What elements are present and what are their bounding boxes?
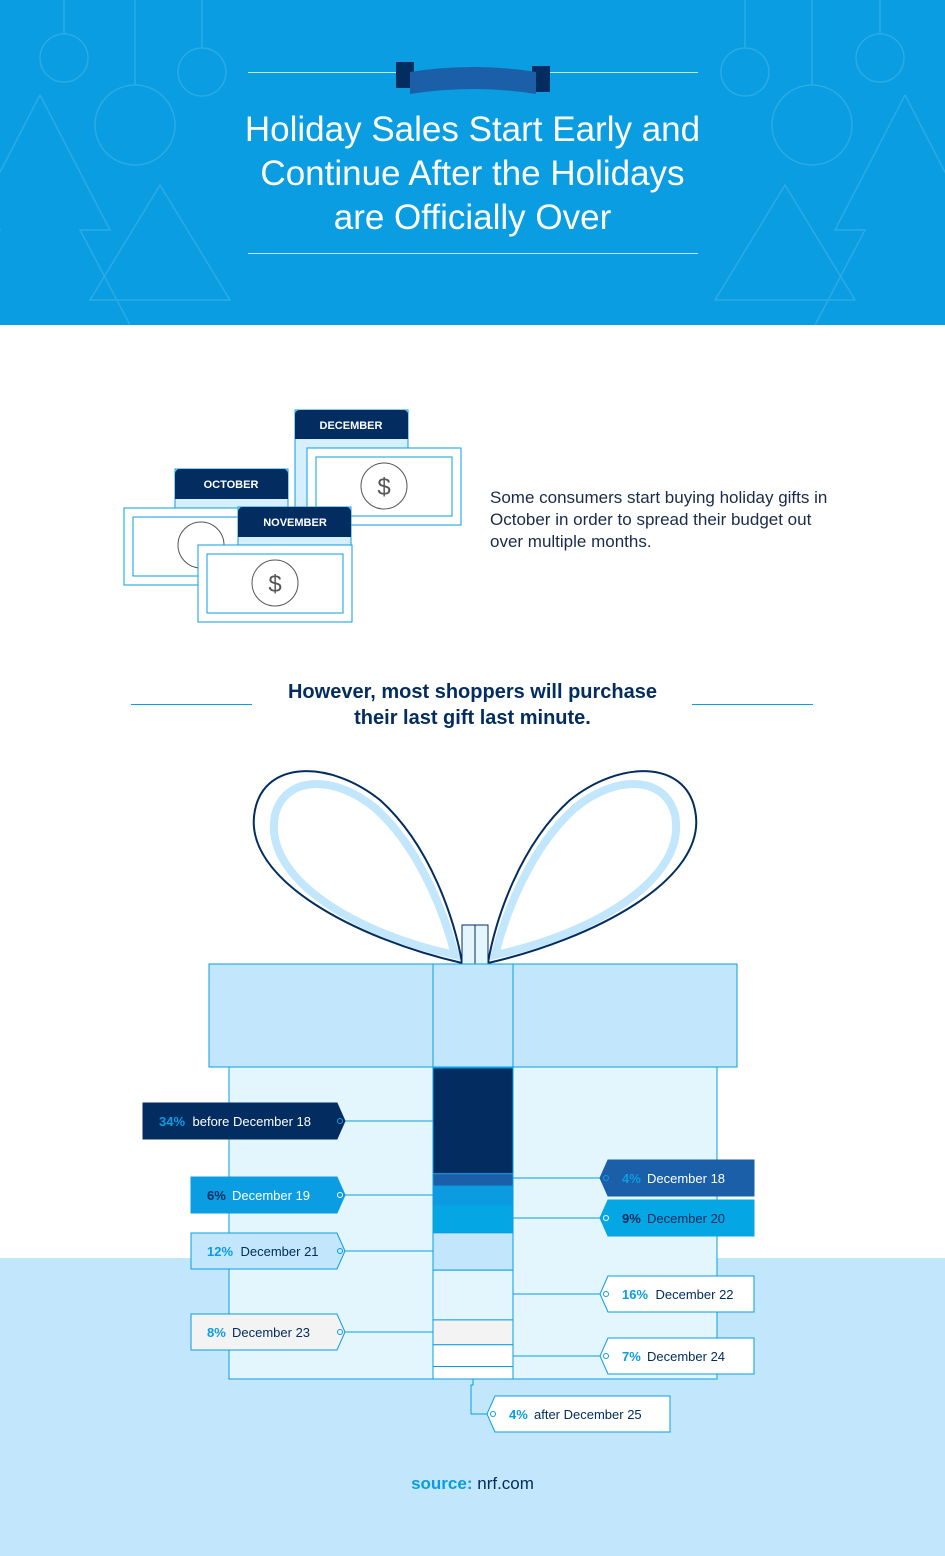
category-label-december-24: December 24 [647,1349,725,1364]
svg-text:$: $ [377,474,390,501]
tag-before-december-18 [142,1102,346,1140]
category-label-december-19: December 19 [232,1188,310,1203]
tag-after-december-25 [486,1395,671,1433]
connector-after-december-25 [470,1379,487,1415]
value-label-december-21: 12% [207,1244,233,1259]
tag-december-23 [190,1313,346,1351]
tag-december-22 [599,1275,755,1313]
tag-december-18 [599,1159,755,1197]
value-label-december-23: 8% [207,1325,226,1340]
calendar-month-october: OCTOBER [204,479,259,491]
connector-december-20 [512,1217,600,1219]
calendar-card-december: DECEMBER $ [294,409,462,526]
category-label-after-december-25: after December 25 [534,1407,642,1422]
value-label-before-december-18: 34% [159,1114,185,1129]
subhead-divider-left [131,704,252,705]
tag-hole-icon [337,1192,343,1198]
bar-segment-december-18 [432,1173,514,1187]
bar-segment-december-19 [432,1185,514,1206]
category-label-december-22: December 22 [656,1287,734,1302]
tag-hole-icon [490,1411,496,1417]
bar-segment-december-24 [432,1344,514,1368]
title-divider-bottom [248,253,698,254]
bar-segment-december-21 [432,1232,514,1271]
bar-segment-after-december-25 [432,1366,514,1380]
value-label-december-24: 7% [622,1349,641,1364]
header-banner: Holiday Sales Start Early and Continue A… [0,0,945,325]
bar-segment-december-23 [432,1319,514,1346]
connector-december-18 [512,1177,600,1180]
chart-subhead: However, most shoppers will purchase the… [287,681,657,729]
tag-hole-icon [337,1118,343,1124]
tag-december-24 [599,1337,755,1375]
category-label-december-18: December 18 [647,1171,725,1186]
svg-text:$: $ [268,571,281,598]
calendar-month-december: DECEMBER [320,420,383,432]
source-label: source: [411,1474,473,1493]
category-label-december-20: December 20 [647,1211,725,1226]
tag-december-21 [190,1232,346,1270]
tag-hole-icon [337,1248,343,1254]
gift-bow-icon [252,770,698,966]
connector-december-22 [512,1293,600,1296]
category-label-before-december-18: before December 18 [193,1114,312,1129]
holiday-decoration-icon [0,0,945,325]
subhead-divider-right [692,704,813,705]
tag-hole-icon [603,1291,609,1297]
tag-hole-icon [337,1329,343,1335]
ribbon-banner-icon [396,62,550,94]
source-credit: source: nrf.com [0,1474,945,1494]
gift-stacked-bar-chart: 34% before December 18 4% December 18 6% Dece… [142,770,755,1433]
category-label-december-21: December 21 [241,1244,319,1259]
bar-segment-december-22 [432,1269,514,1321]
tag-hole-icon [603,1175,609,1181]
category-label-december-23: December 23 [232,1325,310,1340]
money-calendar-icon: DECEMBER $ OCTOBER NOVEMBER $ [123,409,462,623]
tag-december-19 [190,1176,346,1214]
value-label-december-22: 16% [622,1287,648,1302]
value-label-after-december-25: 4% [509,1407,528,1422]
calendar-month-november: NOVEMBER [263,517,327,529]
bar-segment-before-december-18 [432,1067,514,1175]
bar-segment-december-20 [432,1204,514,1234]
intro-text: Some consumers start buying holiday gift… [490,488,828,551]
connector-december-19 [345,1194,434,1196]
chart-connectors [345,1120,600,1415]
chart-segments [432,1067,514,1380]
tag-hole-icon [603,1353,609,1359]
value-label-december-18: 4% [622,1171,641,1186]
source-value: nrf.com [477,1474,534,1493]
page-title: Holiday Sales Start Early and Continue A… [244,110,701,237]
chart-tags: 34% before December 18 4% December 18 6% Dece… [142,1102,755,1433]
value-label-december-20: 9% [622,1211,641,1226]
value-label-december-19: 6% [207,1188,226,1203]
calendar-card-november: NOVEMBER $ [197,506,353,623]
tag-december-20 [599,1199,755,1237]
tag-hole-icon [603,1215,609,1221]
